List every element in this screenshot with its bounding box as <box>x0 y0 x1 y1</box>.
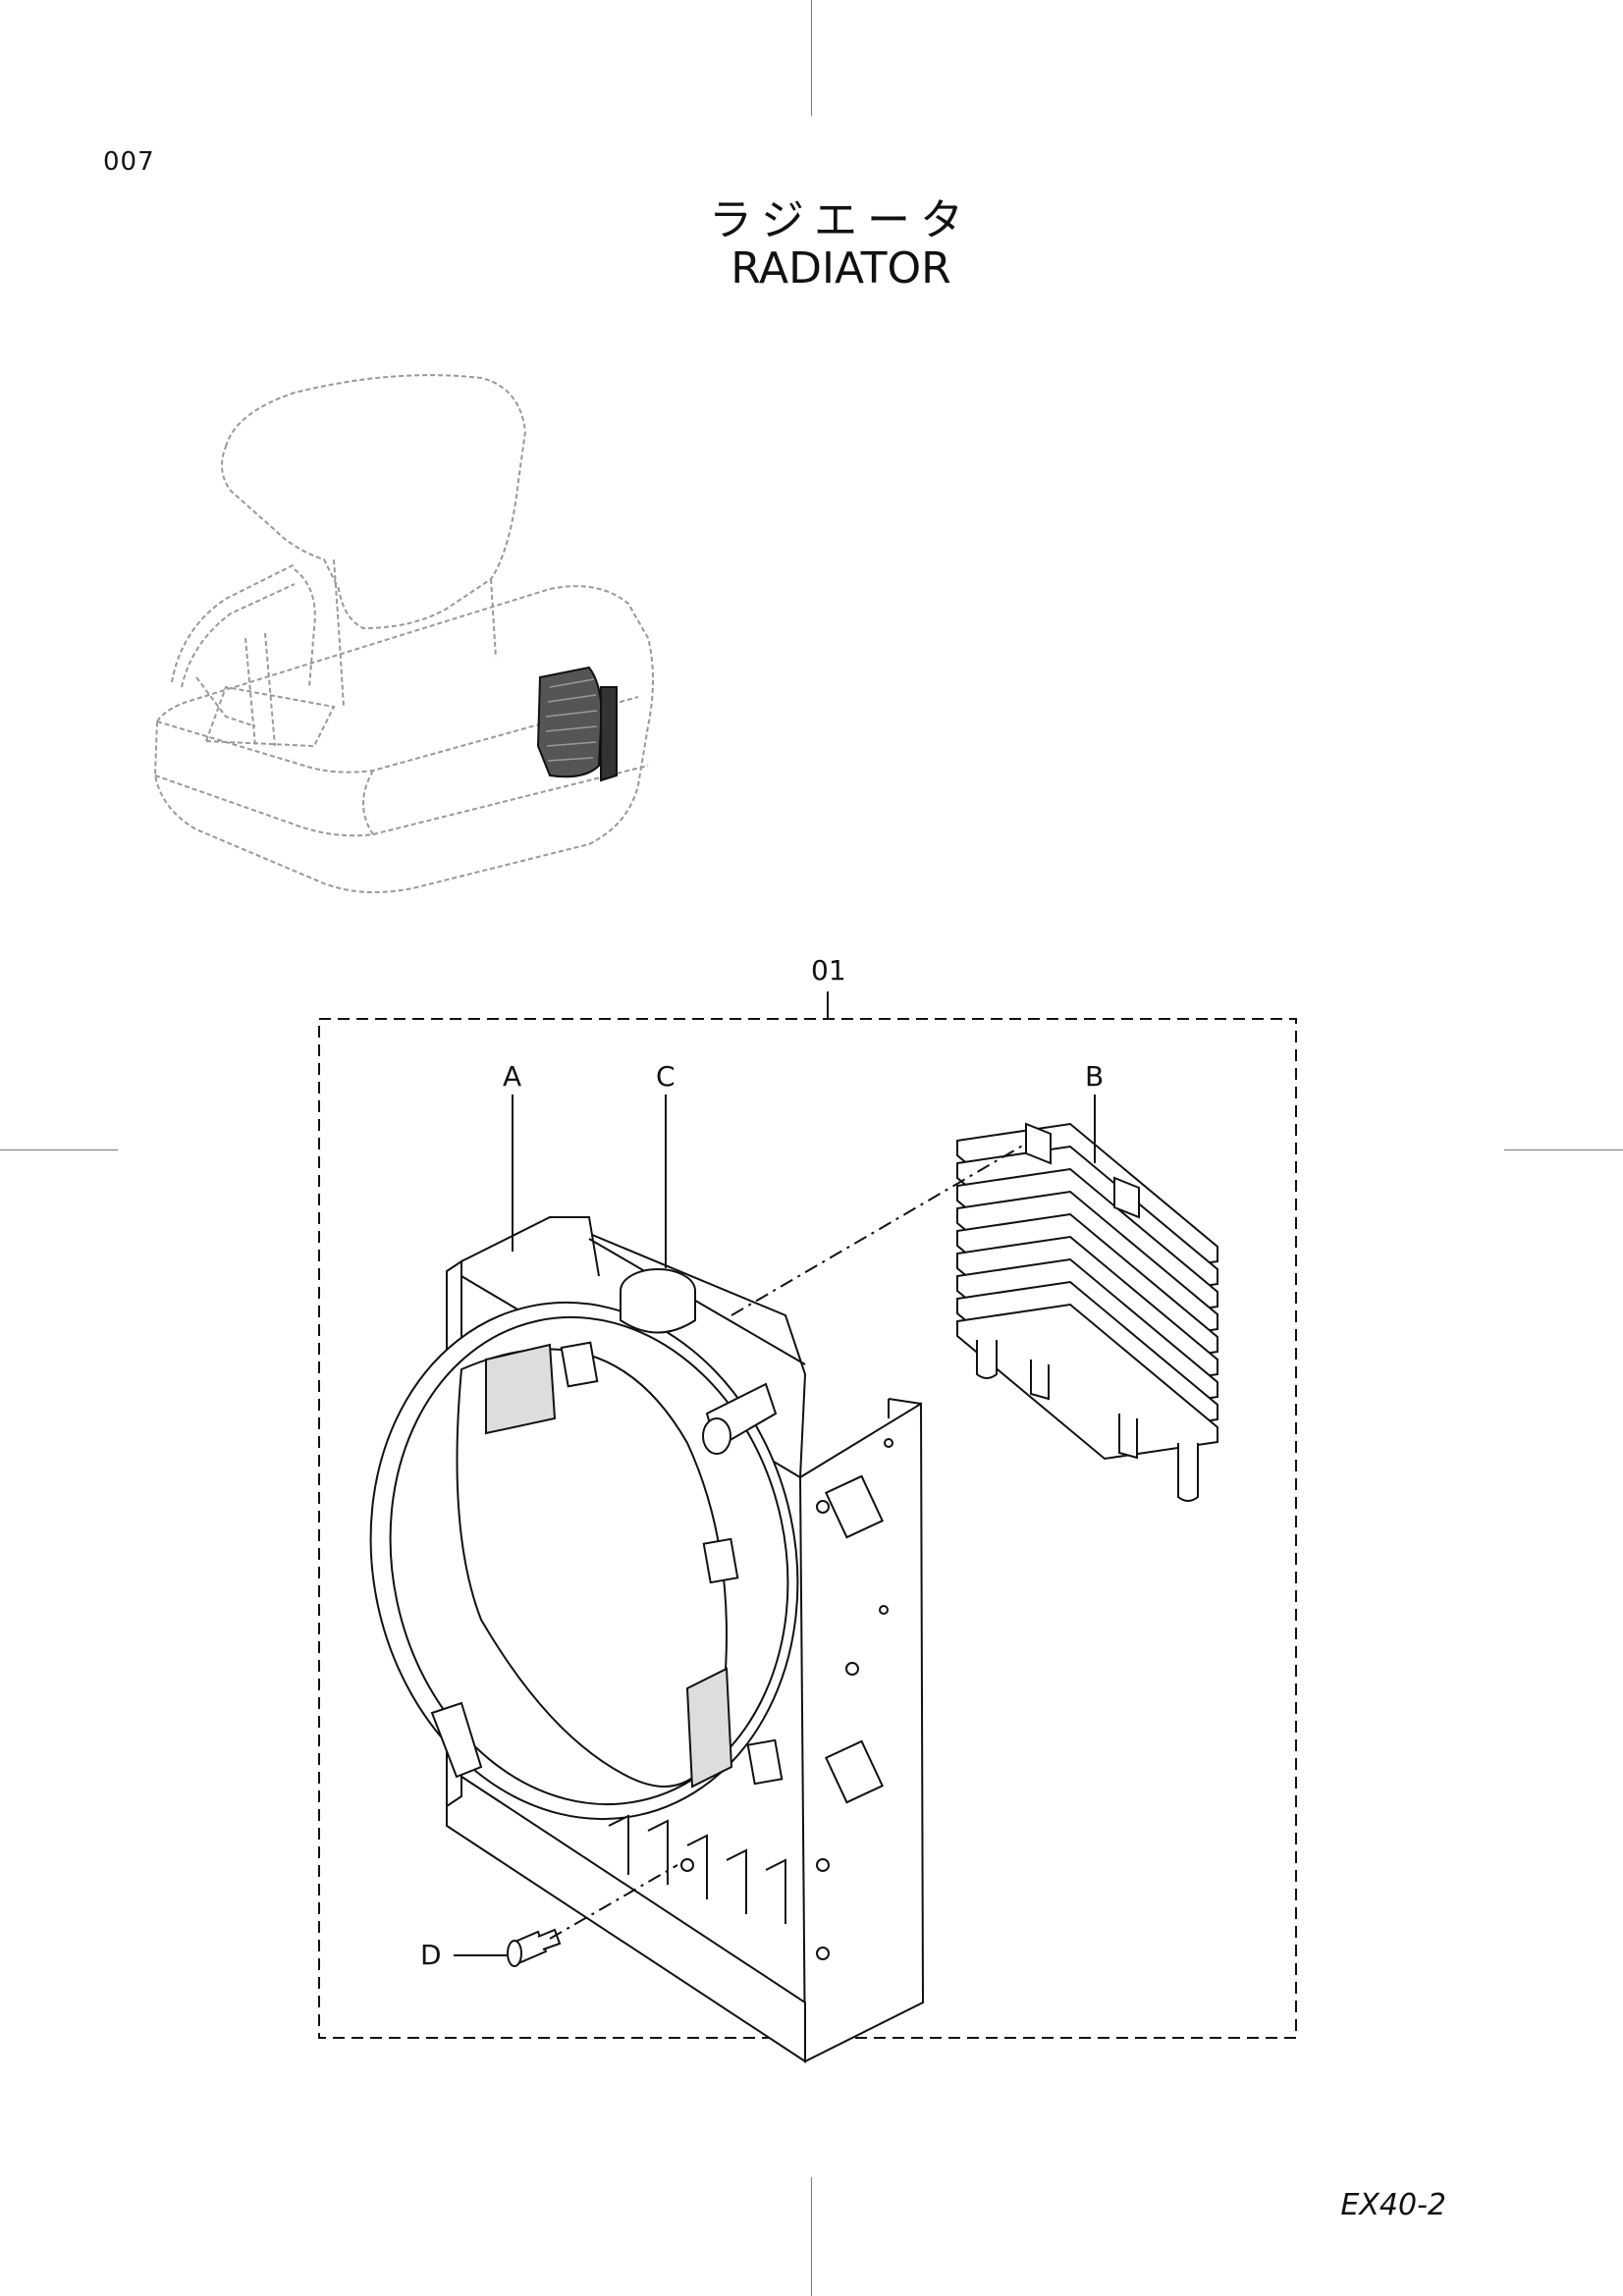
radiator-location-highlight <box>536 666 618 782</box>
radiator-assembly <box>369 1215 925 2063</box>
model-number: EX40-2 <box>1340 2188 1446 2222</box>
callout-d: D <box>420 1939 442 1971</box>
machine-overview <box>153 374 654 893</box>
title-japanese: ラジエータ <box>708 195 974 245</box>
drain-screw <box>507 1928 562 1967</box>
leader-lines <box>454 1095 1096 1956</box>
crop-mark-right <box>1504 1149 1623 1150</box>
callout-b: B <box>1085 1060 1105 1093</box>
crop-mark-left <box>0 1149 118 1150</box>
crop-mark-bottom <box>811 2177 812 2296</box>
callout-c: C <box>656 1060 676 1093</box>
callout-a: A <box>503 1060 522 1093</box>
crop-mark-top <box>811 0 812 116</box>
page-code: 007 <box>103 147 155 177</box>
callout-assembly: 01 <box>811 954 846 987</box>
oil-cooler <box>956 1122 1218 1502</box>
title-english: RADIATOR <box>730 243 951 294</box>
